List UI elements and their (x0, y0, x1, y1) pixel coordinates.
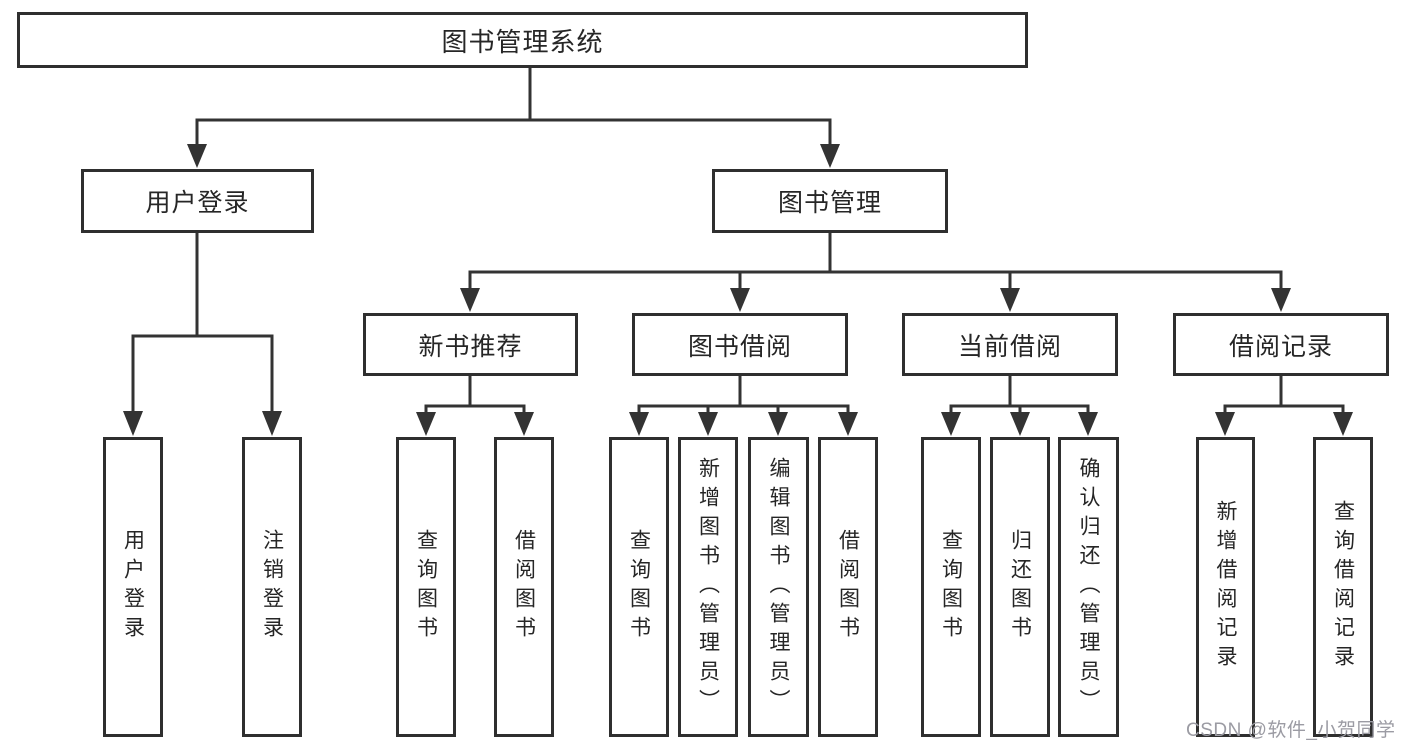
leaf-recommend-borrow-book: 借阅图书 (494, 437, 554, 737)
leaf-recommend-borrow-book-label: 借阅图书 (512, 529, 536, 645)
node-current-borrow-label: 当前借阅 (957, 332, 1062, 361)
node-current-borrow: 当前借阅 (902, 313, 1118, 376)
node-borrow-records-label: 借阅记录 (1228, 332, 1333, 361)
leaf-user-login: 用户登录 (103, 437, 163, 737)
leaf-current-return-book-label: 归还图书 (1008, 529, 1032, 645)
connector-book-management-children (460, 231, 1291, 312)
node-root-library-system: 图书管理系统 (17, 12, 1028, 68)
leaf-records-add-record-label: 新增借阅记录 (1214, 500, 1237, 674)
node-book-management-label: 图书管理 (777, 189, 882, 217)
leaf-records-query-record: 查询借阅记录 (1313, 437, 1373, 737)
node-user-login: 用户登录 (81, 169, 314, 233)
leaf-borrow-add-book-admin: 新增图书（管理员） (678, 437, 738, 737)
leaf-records-query-record-label: 查询借阅记录 (1331, 500, 1355, 674)
leaf-borrow-query-book: 查询图书 (609, 437, 669, 737)
node-book-borrow-label: 图书借阅 (687, 332, 792, 361)
node-book-borrow: 图书借阅 (632, 313, 848, 376)
leaf-borrow-query-book-label: 查询图书 (627, 529, 651, 645)
leaf-borrow-edit-book-admin-label: 编辑图书（管理员） (767, 456, 790, 718)
csdn-watermark: CSDN @软件_小贺同学 (1186, 720, 1396, 741)
leaf-borrow-add-book-admin-label: 新增图书（管理员） (696, 456, 720, 718)
leaf-current-query-book-label: 查询图书 (939, 529, 963, 645)
connector-current-borrow-children (941, 374, 1098, 436)
leaf-logout-label: 注销登录 (260, 529, 284, 645)
node-book-management: 图书管理 (712, 169, 948, 233)
connector-new-book-recommend-children (416, 374, 534, 436)
leaf-records-add-record: 新增借阅记录 (1196, 437, 1255, 737)
leaf-current-confirm-return-admin: 确认归还（管理员） (1058, 437, 1119, 737)
leaf-borrow-edit-book-admin: 编辑图书（管理员） (748, 437, 809, 737)
leaf-borrow-borrow-book: 借阅图书 (818, 437, 878, 737)
leaf-logout: 注销登录 (242, 437, 302, 737)
connector-book-borrow-children (629, 373, 858, 436)
leaf-current-query-book: 查询图书 (921, 437, 981, 737)
connector-user-login-children (123, 231, 282, 436)
leaf-user-login-label: 用户登录 (121, 529, 145, 645)
node-user-login-label: 用户登录 (145, 189, 250, 217)
node-new-book-recommend: 新书推荐 (363, 313, 578, 376)
connector-borrow-records-children (1215, 374, 1353, 436)
leaf-current-return-book: 归还图书 (990, 437, 1050, 737)
node-new-book-recommend-label: 新书推荐 (418, 332, 523, 361)
leaf-recommend-query-book-label: 查询图书 (414, 529, 438, 645)
leaf-borrow-borrow-book-label: 借阅图书 (836, 529, 860, 645)
connector-root-to-level2 (187, 66, 840, 168)
leaf-current-confirm-return-admin-label: 确认归还（管理员） (1077, 456, 1100, 718)
node-borrow-records: 借阅记录 (1173, 313, 1389, 376)
leaf-recommend-query-book: 查询图书 (396, 437, 456, 737)
node-root-label: 图书管理系统 (441, 26, 604, 57)
